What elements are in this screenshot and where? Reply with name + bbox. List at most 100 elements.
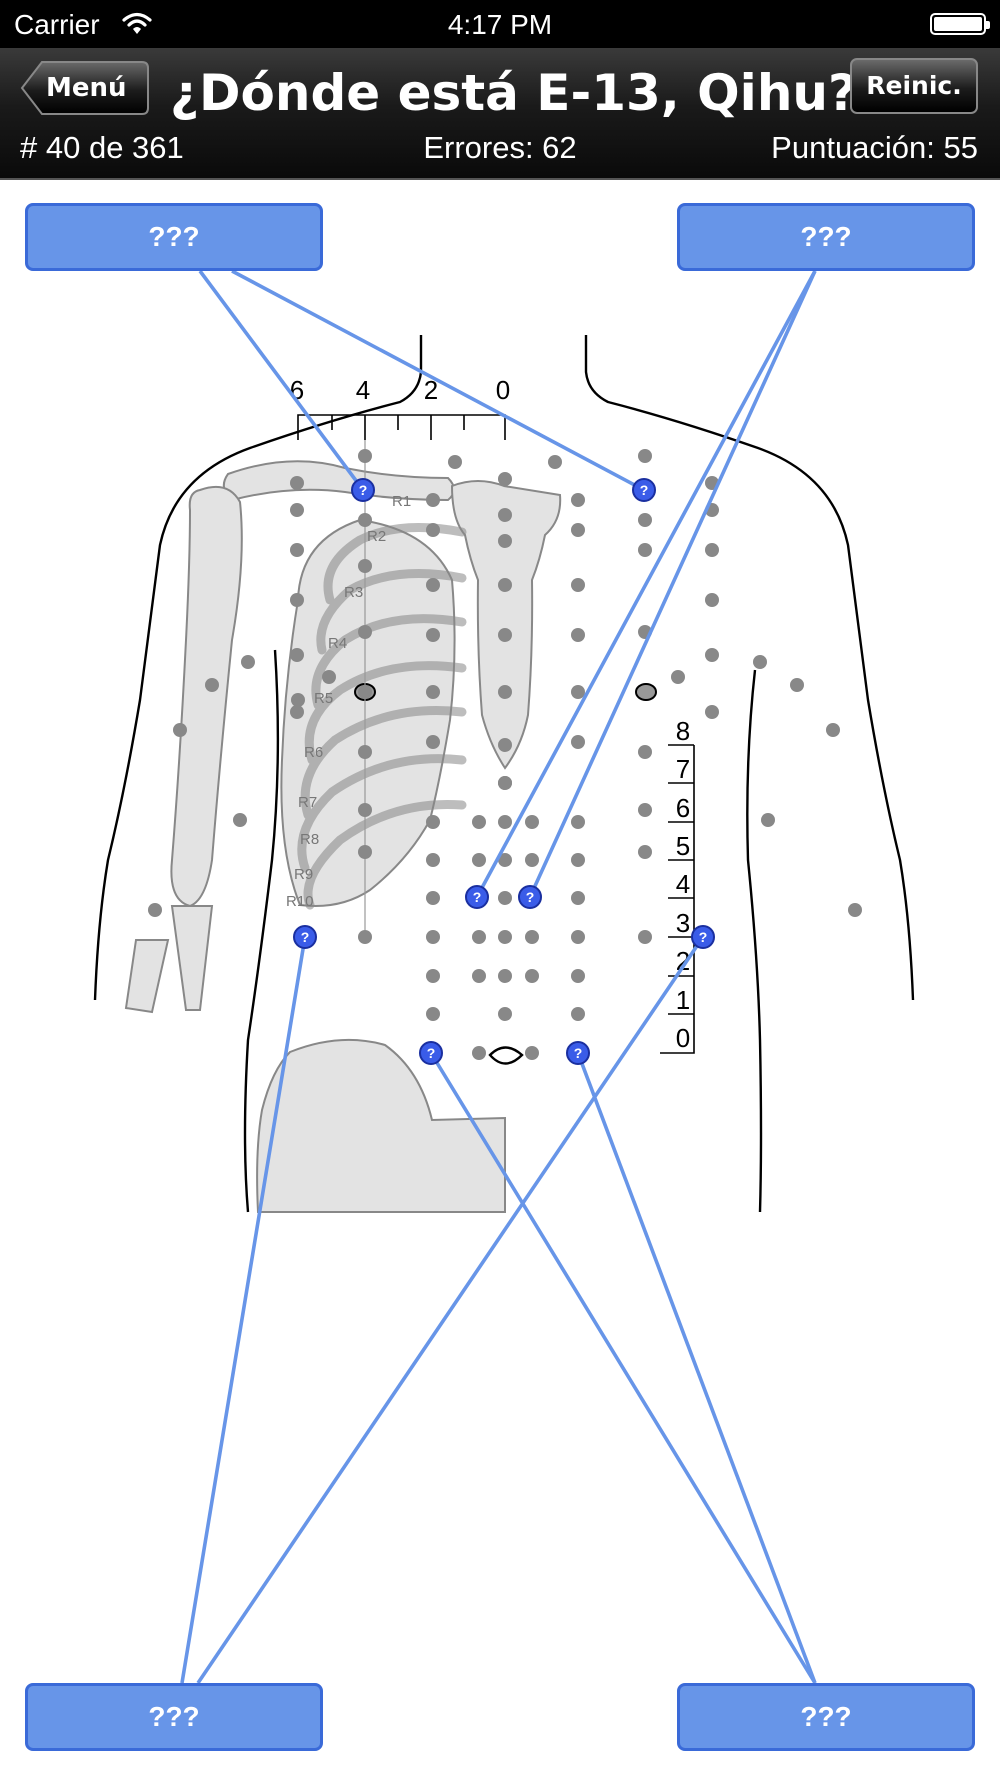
connector-lines [180,269,817,1685]
rib-label: R9 [294,866,313,883]
question-marker-symbol: ? [574,1045,583,1061]
question-marker-symbol: ? [699,929,708,945]
acupoint-dot [498,472,512,486]
acupoint-dot [472,1046,486,1060]
acupoint-dot [426,493,440,507]
page-title: ¿Dónde está E-13, Qihu? [170,64,858,122]
answer-button-top-left[interactable]: ??? [25,203,323,271]
status-bar: Carrier 4:17 PM [0,0,1000,48]
acupoint-dot [498,578,512,592]
acupoint-dot [358,845,372,859]
acupoint-dot [638,513,652,527]
question-marker-symbol: ? [427,1045,436,1061]
acupoint-dot [571,523,585,537]
answer-markers[interactable]: ???????? [293,478,715,1065]
acupoint-dot [426,930,440,944]
scale-label: 7 [676,754,690,784]
acupoint-dot [358,625,372,639]
question-marker-symbol: ? [640,482,649,498]
rib-label: R7 [298,794,317,811]
acupoint-dot [358,449,372,463]
acupoint-dot [426,685,440,699]
acupoint-dot [322,670,336,684]
reset-button[interactable]: Reinic. [850,58,978,114]
answer-button-bottom-right[interactable]: ??? [677,1683,975,1751]
rib-label: R1 [392,493,411,510]
acupoint-dot [671,670,685,684]
question-marker[interactable]: ? [632,478,656,502]
acupoint-dot [638,745,652,759]
acupoint-dot [571,969,585,983]
question-counter: # 40 de 361 [20,130,184,165]
ruler-label: 2 [424,375,438,405]
question-marker[interactable]: ? [419,1041,443,1065]
menu-back-label: Menú [46,73,127,103]
acupoint-dot [358,745,372,759]
menu-back-button[interactable]: Menú [20,60,150,116]
acupoint-dot [498,738,512,752]
acupoint-dot [525,930,539,944]
battery-icon [930,13,990,35]
acupoint-dot [426,891,440,905]
scale-label: 5 [676,831,690,861]
acupoint-dot [448,455,462,469]
acupoint-dot [148,903,162,917]
acupoint-dot [571,853,585,867]
acupoint-dot [498,534,512,548]
acupoint-dot [571,578,585,592]
acupoint-dot [571,815,585,829]
acupoint-dot [426,853,440,867]
score-counter: Puntuación: 55 [771,130,978,165]
scale-label: 6 [676,793,690,823]
acupoint-dot [426,628,440,642]
rib-label: R5 [314,690,333,707]
acupoint-dot [358,685,372,699]
acupoint-dot [426,735,440,749]
acupoint-dot [426,969,440,983]
acupoint-dot [705,543,719,557]
ruler-label: 0 [496,375,510,405]
rib-labels: R1 R2 R3 R4 R5 R6 R7 R8 R9 R10 [286,493,411,910]
question-marker[interactable]: ? [566,1041,590,1065]
scale-label: 1 [676,985,690,1015]
question-marker-symbol: ? [359,482,368,498]
acupoint-dot [761,813,775,827]
acupoint-dot [525,853,539,867]
acupoint-dot [290,648,304,662]
acupoint-dot [571,735,585,749]
acupoint-dot [638,930,652,944]
acupoint-dot [290,543,304,557]
vertical-scale [660,744,695,1054]
scale-label: 8 [676,716,690,746]
answer-button-bottom-left[interactable]: ??? [25,1683,323,1751]
acupoint-dot [205,678,219,692]
acupoint-dot [848,903,862,917]
rib-label: R10 [286,893,314,910]
answer-button-top-right[interactable]: ??? [677,203,975,271]
question-marker[interactable]: ? [518,885,542,909]
body-outline [93,335,915,1213]
carrier-label: Carrier [14,9,100,40]
acupoint-dot [426,578,440,592]
acupoint-dot [498,508,512,522]
rib-label: R6 [304,744,323,761]
acupoint-dot [638,845,652,859]
scale-label: 0 [676,1023,690,1053]
acupoint-dot [705,648,719,662]
acupoint-dot [498,776,512,790]
acupoint-dot [638,803,652,817]
wifi-icon [122,12,152,41]
acupoint-dot [358,930,372,944]
question-marker[interactable]: ? [351,478,375,502]
acupoint-dot [790,678,804,692]
rib-label: R3 [344,584,363,601]
question-marker[interactable]: ? [293,925,317,949]
acupoint-dot [290,476,304,490]
question-marker[interactable]: ? [465,885,489,909]
acupoint-dot [472,969,486,983]
question-marker[interactable]: ? [691,925,715,949]
acupoint-dot [498,628,512,642]
acupoint-dot [290,593,304,607]
rib-label: R4 [328,635,347,652]
acupoint-dot [173,723,187,737]
